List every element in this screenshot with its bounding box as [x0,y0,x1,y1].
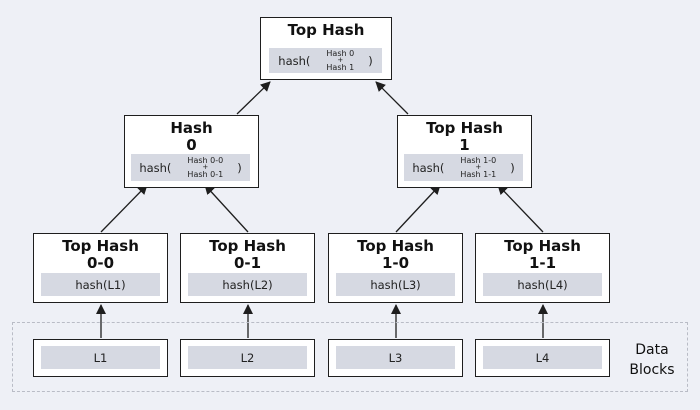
hash-0-0-formula: hash(L1) [41,273,160,296]
arg-2: Hash 0-1 [187,170,224,179]
data-block-l4-label: L4 [483,346,602,369]
top-hash-formula: hash( Hash 0 + Hash 1 ) [269,48,382,73]
arg-1: Hash 0-0 [187,156,224,165]
hash-1-title: Top Hash 1 [398,120,531,154]
hash-1-0-node: Top Hash 1-0 hash(L3) [328,233,463,303]
hash-1-0-title: Top Hash 1-0 [329,238,462,272]
hash-1-0-formula: hash(L3) [336,273,455,296]
arrow-hash11-to-hash1 [497,184,544,233]
data-block-l3-label: L3 [336,346,455,369]
plus-sign: + [337,56,344,64]
title-line-1: Top Hash [426,119,503,137]
hash-0-1-node: Top Hash 0-1 hash(L2) [180,233,315,303]
title-line-2: 0 [186,136,197,154]
title-line-1: Top Hash [62,237,139,255]
arrow-hash10-to-hash1 [395,184,441,233]
title-line-2: 1 [459,136,470,154]
data-label-line-2: Blocks [629,362,675,378]
data-block-l2: L2 [180,339,315,377]
hash-0-0-title: Top Hash 0-0 [34,238,167,272]
arg-1: Hash 1-0 [460,156,497,165]
data-block-l1-label: L1 [41,346,160,369]
title-line-2: 1-1 [528,254,557,272]
data-block-l1: L1 [33,339,168,377]
title-line-1: Hash [170,119,213,137]
arrow-hash00-to-hash0 [100,184,148,233]
hash-1-node: Top Hash 1 hash( Hash 1-0 + Hash 1-1 ) [397,115,532,188]
title-line-1: Top Hash [357,237,434,255]
hash-1-1-node: Top Hash 1-1 hash(L4) [475,233,610,303]
data-block-l3: L3 [328,339,463,377]
hash-args: Hash 1-0 + Hash 1-1 [460,156,496,179]
data-block-l2-label: L2 [188,346,307,369]
plus-sign: + [475,163,482,171]
hash-args: Hash 0 + Hash 1 [326,49,354,72]
title-line-1: Top Hash [504,237,581,255]
title-line-2: 0-0 [86,254,115,272]
data-block-l4: L4 [475,339,610,377]
hash-0-1-formula: hash(L2) [188,273,307,296]
data-blocks-region [12,322,688,392]
hash-1-formula: hash( Hash 1-0 + Hash 1-1 ) [404,154,523,181]
hash-fn: hash( [412,160,445,175]
hash-args: Hash 0-0 + Hash 0-1 [187,156,223,179]
hash-1-1-title: Top Hash 1-1 [476,238,609,272]
arg-2: Hash 1-1 [460,170,497,179]
arrow-hash0-to-top [236,81,271,115]
data-blocks-label: Data Blocks [622,340,682,380]
arg-1: Hash 0 [326,49,355,58]
title-line-2: 0-1 [233,254,262,272]
hash-0-1-title: Top Hash 0-1 [181,238,314,272]
hash-0-title: Hash 0 [125,120,258,154]
hash-0-formula: hash( Hash 0-0 + Hash 0-1 ) [131,154,250,181]
top-hash-node: Top Hash hash( Hash 0 + Hash 1 ) [260,17,392,80]
hash-1-1-formula: hash(L4) [483,273,602,296]
hash-0-0-node: Top Hash 0-0 hash(L1) [33,233,168,303]
top-hash-title: Top Hash [287,21,365,39]
hash-0-node: Hash 0 hash( Hash 0-0 + Hash 0-1 ) [124,115,259,188]
plus-sign: + [202,163,209,171]
title-line-1: Top Hash [209,237,286,255]
arrow-hash1-to-top [375,81,409,115]
close-paren: ) [237,160,242,175]
close-paren: ) [368,53,373,68]
hash-fn: hash( [278,53,311,68]
data-label-line-1: Data [635,342,669,358]
hash-fn: hash( [139,160,172,175]
arg-2: Hash 1 [326,63,355,72]
arrow-hash01-to-hash0 [204,184,249,233]
close-paren: ) [510,160,515,175]
title-line-2: 1-0 [381,254,410,272]
